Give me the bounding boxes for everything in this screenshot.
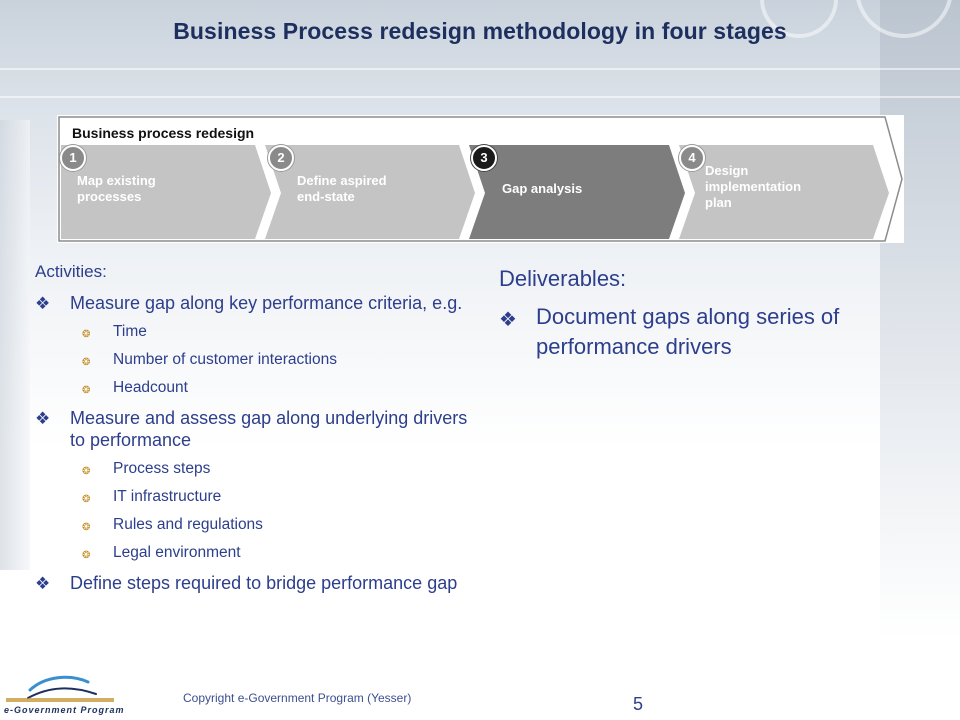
- sub-bullet-icon: ❂: [82, 357, 91, 368]
- yesser-logo-icon: [6, 675, 114, 702]
- step-chevron-4: [679, 145, 889, 239]
- step-chevron-1: [61, 145, 271, 239]
- sub-bullet-icon: ❂: [82, 385, 91, 396]
- activity-subitem: ❂ Legal environment: [35, 544, 475, 562]
- step-label-4: Design implementation plan: [705, 163, 802, 210]
- background-gradient: [0, 0, 960, 560]
- background-line: [0, 68, 960, 70]
- sub-bullet-icon: ❂: [82, 522, 91, 533]
- step-chevron-2: [265, 145, 475, 239]
- deliverable-item: ❖ Document gaps along series of performa…: [499, 304, 840, 359]
- diamond-bullet-icon: ❖: [499, 309, 517, 331]
- step-number-1: 1: [60, 145, 86, 171]
- diagram-title: Business process redesign: [72, 125, 255, 141]
- deliverables-section: Deliverables: ❖ Document gaps along seri…: [499, 266, 919, 362]
- diamond-bullet-icon: ❖: [35, 409, 51, 428]
- background-stripe: [0, 120, 30, 570]
- step-number-4: 4: [679, 145, 705, 171]
- activities-heading: Activities:: [35, 262, 107, 281]
- step-number-3: 3: [471, 145, 497, 171]
- activity-subitem: ❂ Headcount: [35, 379, 475, 397]
- diamond-bullet-icon: ❖: [35, 294, 51, 313]
- activity-item: ❖ Measure and assess gap along underlyin…: [35, 408, 468, 450]
- page-number: 5: [633, 694, 644, 714]
- activity-subitem: ❂ Number of customer interactions: [35, 351, 475, 369]
- sub-bullet-icon: ❂: [82, 494, 91, 505]
- activity-item: ❖ Measure gap along key performance crit…: [35, 293, 463, 313]
- logo-text: e-Government Program: [4, 705, 125, 715]
- sub-bullet-icon: ❂: [82, 329, 91, 340]
- sub-bullet-icon: ❂: [82, 466, 91, 477]
- activity-subitem: ❂ Process steps: [35, 460, 475, 478]
- diamond-bullet-icon: ❖: [35, 574, 51, 593]
- activities-section: Activities: ❖ Measure gap along key perf…: [35, 262, 475, 603]
- background-line: [0, 96, 960, 98]
- step-chevron-3: [469, 145, 685, 239]
- step-label-2: Define aspired end-state: [297, 173, 387, 204]
- activity-subitem: ❂ Rules and regulations: [35, 516, 475, 534]
- slide-title: Business Process redesign methodology in…: [173, 18, 787, 44]
- step-label-1: Map existing processes: [77, 173, 156, 204]
- activity-item: ❖ Define steps required to bridge perfor…: [35, 573, 458, 593]
- activity-subitem: ❂ Time: [35, 323, 475, 341]
- copyright-text: Copyright e-Government Program (Yesser): [183, 691, 412, 705]
- activity-subitem: ❂ IT infrastructure: [35, 488, 475, 506]
- background-right-panel: [880, 0, 960, 640]
- deliverables-heading: Deliverables:: [499, 266, 627, 291]
- process-diagram: Business process redesign 1 Map existing…: [57, 115, 904, 243]
- sub-bullet-icon: ❂: [82, 550, 91, 561]
- step-number-2: 2: [268, 145, 294, 171]
- step-label-3: Gap analysis: [502, 181, 583, 196]
